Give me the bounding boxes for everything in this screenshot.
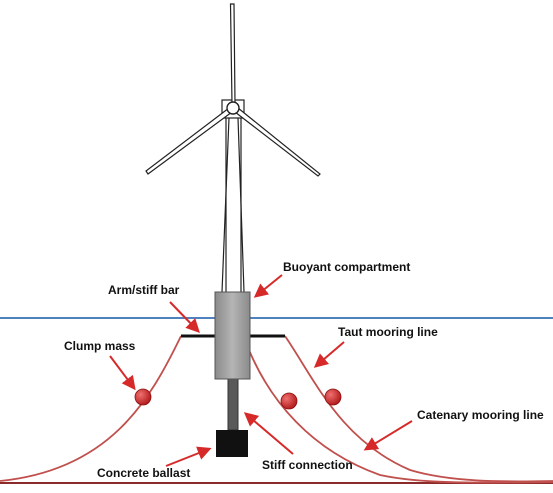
label-arm-stiff-bar: Arm/stiff bar xyxy=(108,283,180,297)
left-mooring-line xyxy=(0,335,182,482)
three-blade-rotor-icon xyxy=(145,3,321,177)
arrow-buoyant-compartment xyxy=(253,274,283,298)
mooring-lines xyxy=(0,335,553,484)
arrow-taut-mooring-line xyxy=(313,341,345,368)
arrow-clump-mass xyxy=(109,355,136,391)
arrow-concrete-ballast xyxy=(165,446,212,467)
catenary-mooring-line xyxy=(248,349,553,484)
concrete-ballast xyxy=(216,430,248,457)
arrow-stiff-connection xyxy=(243,412,294,455)
buoyant-compartment xyxy=(214,291,251,380)
arrow-arm-stiff-bar xyxy=(169,301,200,334)
clump-mass-middle xyxy=(280,392,298,410)
label-clump-mass: Clump mass xyxy=(64,339,136,353)
label-taut-mooring-line: Taut mooring line xyxy=(338,325,438,339)
arrow-catenary-mooring-line xyxy=(363,420,413,451)
label-buoyant-compartment: Buoyant compartment xyxy=(283,260,410,274)
clump-mass-left xyxy=(134,388,152,406)
label-catenary-mooring-line: Catenary mooring line xyxy=(417,408,544,422)
turbine-tower xyxy=(221,117,245,293)
callout-arrows xyxy=(109,274,413,467)
label-stiff-connection: Stiff connection xyxy=(262,458,353,472)
label-concrete-ballast: Concrete ballast xyxy=(97,466,190,480)
stiff-connection xyxy=(227,377,239,431)
clump-mass-right xyxy=(324,388,342,406)
taut-mooring-line xyxy=(284,335,553,483)
